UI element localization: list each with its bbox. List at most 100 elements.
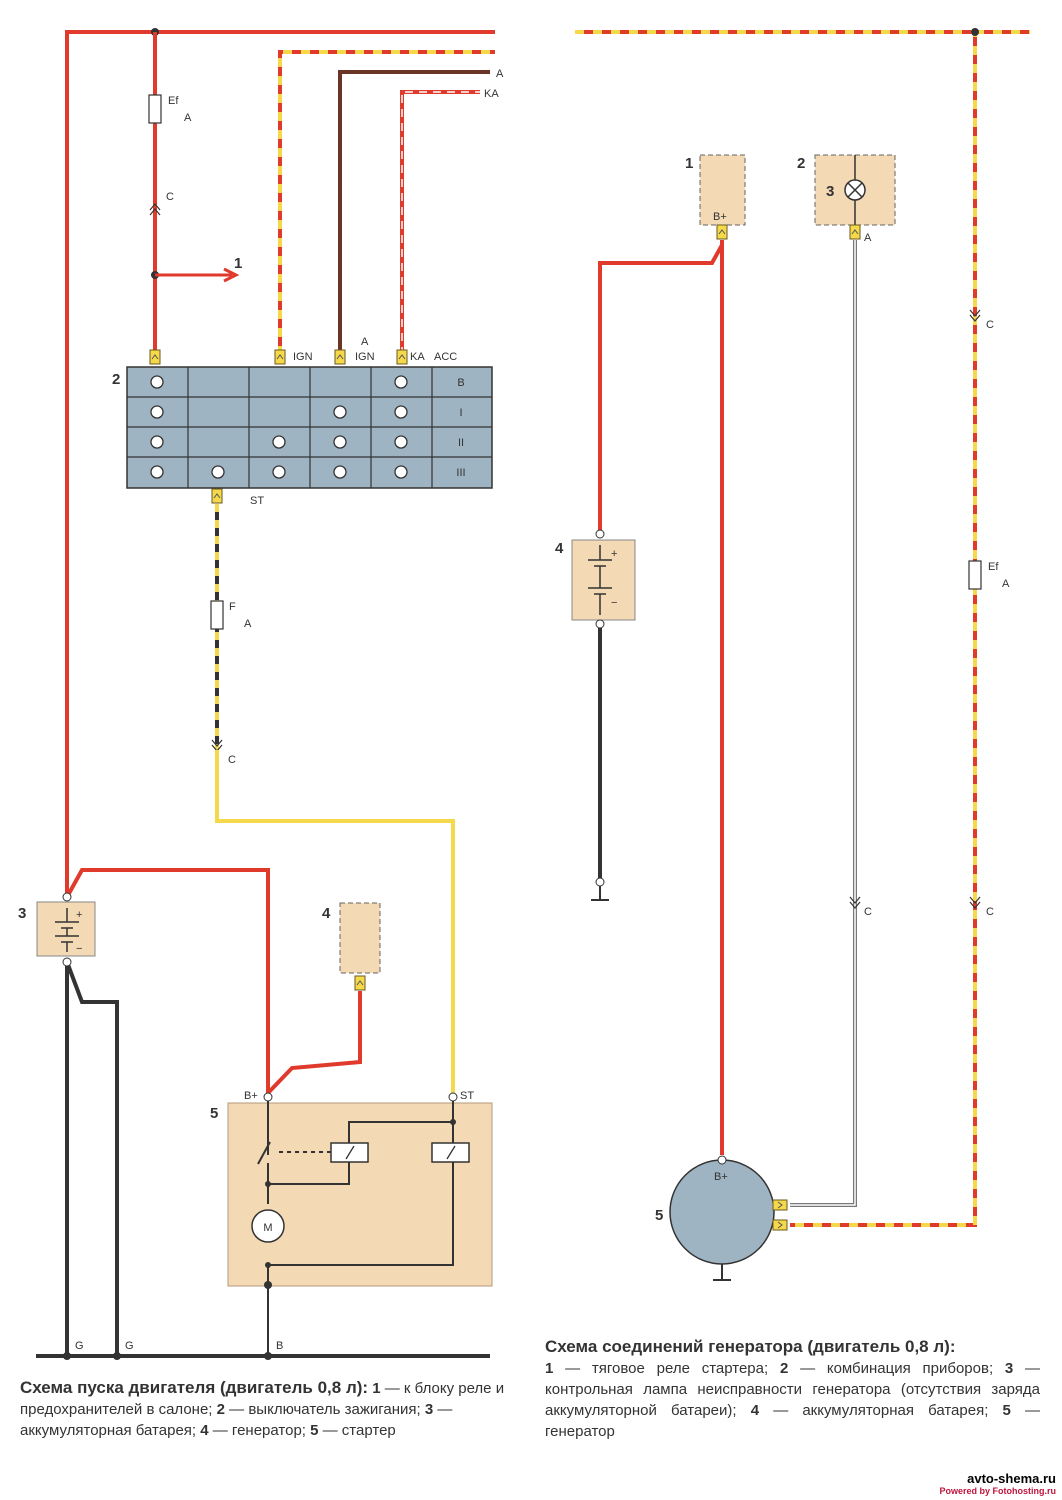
switch-position-iii: III xyxy=(456,467,465,479)
ground-label: B xyxy=(276,1340,283,1352)
terminal-label: B+ xyxy=(244,1090,258,1102)
legend-text: — выключатель зажигания; xyxy=(229,1401,421,1418)
switch-position-b: B xyxy=(457,377,464,389)
connector-icon xyxy=(149,349,161,365)
wire-end-label: KA xyxy=(484,88,499,100)
fuse-ef xyxy=(148,94,162,124)
connector-icon xyxy=(849,224,861,240)
terminal-st xyxy=(448,1092,458,1102)
terminal-label: ACC xyxy=(434,351,457,363)
legend-number: 3 xyxy=(1004,1360,1014,1377)
callout-1: 1 xyxy=(234,255,242,272)
connector-icon xyxy=(772,1219,788,1231)
wire-red-generator xyxy=(266,991,362,1095)
legend-text: — комбинация приборов; xyxy=(800,1360,994,1377)
ground-label: G xyxy=(75,1340,84,1352)
legend-number: 2 xyxy=(216,1401,225,1418)
battery-4: + − xyxy=(571,539,636,621)
callout-5: 5 xyxy=(210,1105,218,1122)
connector-c-icon xyxy=(149,203,161,216)
watermark: avto-shema.ru Powered by Fotohosting.ru xyxy=(940,1471,1057,1496)
wire-yellow-st xyxy=(215,750,455,1093)
legend-number: 4 xyxy=(200,1422,209,1439)
legend-number: 1 xyxy=(545,1360,554,1377)
switch-position-i: I xyxy=(459,407,462,419)
legend-number: 3 xyxy=(424,1401,434,1418)
wire-brown-a xyxy=(338,70,490,355)
watermark-powered: Powered by Fotohosting.ru xyxy=(939,1486,1057,1496)
connector-label: C xyxy=(228,754,236,766)
terminal-label: ST xyxy=(460,1090,474,1102)
connector-icon xyxy=(274,349,286,365)
wire-red-white-ka xyxy=(400,90,480,355)
motor-icon xyxy=(251,1209,285,1243)
legend-text: — аккумуляторная батарея; xyxy=(20,1401,453,1439)
connector-label: C xyxy=(986,319,994,331)
starter-5: M xyxy=(227,1097,493,1355)
battery-terminal xyxy=(62,892,72,902)
legend-text: — аккумуляторная батарея; xyxy=(773,1402,989,1419)
terminal-b-plus xyxy=(263,1092,273,1102)
wire-gray-lamp xyxy=(790,240,857,1207)
legend-number: 1 xyxy=(372,1380,381,1397)
connector-icon xyxy=(334,349,346,365)
ground-label: G xyxy=(125,1340,134,1352)
wire-stripe xyxy=(278,50,495,355)
callout-3: 3 xyxy=(826,183,834,200)
wire-code: A xyxy=(1002,578,1010,590)
caption-title: Схема пуска двигателя (двигатель 0,8 л): xyxy=(20,1378,369,1397)
fuse-f xyxy=(210,600,224,630)
watermark-site: avto-shema.ru xyxy=(967,1471,1056,1486)
ground-icon xyxy=(591,886,609,901)
legend-number: 5 xyxy=(1002,1402,1011,1419)
fuse-ef xyxy=(968,560,982,590)
legend-text: — генератор; xyxy=(212,1422,306,1439)
generator-4 xyxy=(339,902,381,974)
wire-code: A xyxy=(244,618,252,630)
motor-label: M xyxy=(263,1222,272,1234)
connector-label: C xyxy=(166,191,174,203)
terminal-label: IGN xyxy=(293,351,313,363)
wire-red-b-plus xyxy=(598,240,724,1155)
ignition-switch: B I II III xyxy=(126,366,493,489)
minus-sign: − xyxy=(611,597,617,609)
legend-text: — генератор xyxy=(545,1402,1040,1440)
ground-icon xyxy=(713,1264,731,1281)
terminal-label: IGN xyxy=(355,351,375,363)
callout-4: 4 xyxy=(555,540,564,557)
terminal-label: B+ xyxy=(713,211,727,223)
right-generator-circuit: C Ef A C 1 B+ + − 4 2 3 xyxy=(555,28,1030,1281)
arrow-to-relay-block-icon xyxy=(155,267,240,283)
plus-sign: + xyxy=(611,548,617,560)
fuse-label: Ef xyxy=(168,95,179,107)
connector-label: C xyxy=(986,906,994,918)
connector-c-icon xyxy=(969,309,981,322)
wire-stripe xyxy=(401,91,480,355)
connector-icon xyxy=(354,975,366,991)
fuse-label: Ef xyxy=(988,561,999,573)
callout-2: 2 xyxy=(112,371,120,388)
battery-3: + − xyxy=(36,901,96,957)
switch-position-ii: II xyxy=(458,437,464,449)
connector-c-icon xyxy=(969,896,981,909)
terminal-label: KA xyxy=(410,351,425,363)
junction-node xyxy=(971,28,979,36)
connector-icon xyxy=(211,488,223,504)
connector-icon xyxy=(396,349,408,365)
minus-sign: − xyxy=(76,943,82,955)
callout-3: 3 xyxy=(18,905,26,922)
legend-text: — тяговое реле стартера; xyxy=(565,1360,769,1377)
starter-relay-1 xyxy=(699,154,746,226)
caption-title: Схема соединений генератора (двигатель 0… xyxy=(545,1337,956,1356)
wire-red-battery-starter xyxy=(65,868,270,1093)
fuse-label: F xyxy=(229,601,236,613)
callout-2: 2 xyxy=(797,155,805,172)
wire-red-yellow-feed xyxy=(575,30,1030,1227)
connector-label: C xyxy=(864,906,872,918)
wire-red-main xyxy=(65,30,495,897)
callout-1: 1 xyxy=(685,155,693,172)
terminal-label: B+ xyxy=(714,1171,728,1183)
legend-number: 4 xyxy=(750,1402,760,1419)
connector-c-icon xyxy=(849,896,861,909)
